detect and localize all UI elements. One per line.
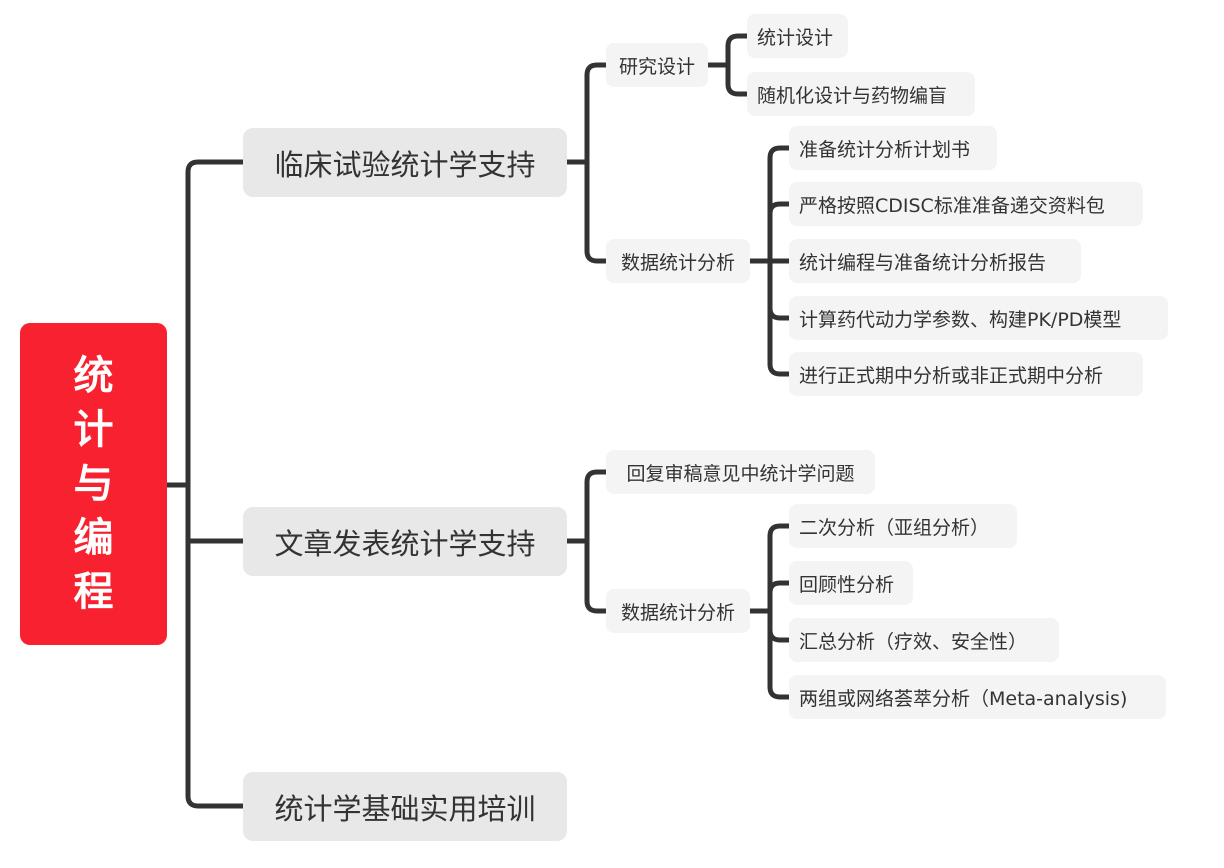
leaf-label: 准备统计分析计划书 [799,138,971,161]
leaf-node-programming[interactable]: 统计编程与准备统计分析报告 [789,239,1081,283]
leaf-label: 进行正式期中分析或非正式期中分析 [799,364,1104,387]
connector-pooled [767,608,792,643]
connector-pkpd [767,258,792,321]
leaf-node-interim[interactable]: 进行正式期中分析或非正式期中分析 [789,352,1143,396]
connector-branch2-data-analysis [584,538,609,614]
leaf-label: 统计编程与准备统计分析报告 [799,251,1047,274]
connector-branch1-data-analysis [584,159,609,264]
leaf-label: 计算药代动力学参数、构建PK/PD模型 [799,308,1122,331]
leaf-node-retrospective[interactable]: 回顾性分析 [789,561,913,605]
connector-cdisc [767,201,792,264]
subtopic-label: 数据统计分析 [620,251,735,274]
connector-secondary [767,523,792,614]
branch-label: 临床试验统计学支持 [274,147,536,182]
subtopic-label: 研究设计 [618,55,695,78]
connector-root-branch-2 [185,482,246,544]
leaf-node-randomization[interactable]: 随机化设计与药物编盲 [747,72,975,116]
leaf-label: 统计设计 [757,26,834,49]
leaf-node-stat-design[interactable]: 统计设计 [747,14,848,58]
connector-meta [767,608,792,700]
leaf-node-meta[interactable]: 两组或网络荟萃分析（Meta-analysis) [789,675,1166,719]
connector-randomization [725,62,750,97]
leaf-label: 汇总分析（疗效、安全性） [799,630,1028,653]
branch-label: 文章发表统计学支持 [274,526,536,561]
leaf-label: 回顾性分析 [799,573,895,596]
branch-label: 统计学基础实用培训 [274,791,536,826]
subtopic-label: 数据统计分析 [620,601,735,624]
leaf-node-pooled[interactable]: 汇总分析（疗效、安全性） [789,618,1059,662]
leaf-node-secondary[interactable]: 二次分析（亚组分析） [789,504,1017,548]
leaf-label: 二次分析（亚组分析） [799,516,990,539]
branch-node-clinical-trial[interactable]: 临床试验统计学支持 [243,128,567,197]
leaf-label: 严格按照CDISC标准准备递交资料包 [799,194,1105,217]
subtopic-label: 回复审稿意见中统计学问题 [626,462,855,485]
subtopic-node-review-response[interactable]: 回复审稿意见中统计学问题 [606,450,875,494]
leaf-node-pkpd[interactable]: 计算药代动力学参数、构建PK/PD模型 [789,296,1168,340]
connector-branch1-research-design [584,62,609,165]
leaf-node-sap[interactable]: 准备统计分析计划书 [789,126,997,170]
connector-root-branch-3 [185,482,246,809]
branch-node-publication[interactable]: 文章发表统计学支持 [243,507,567,576]
leaf-label: 随机化设计与药物编盲 [757,84,948,107]
connector-sap [767,145,792,264]
connector-interim [767,258,792,377]
branch-node-training[interactable]: 统计学基础实用培训 [243,772,567,841]
subtopic-node-data-analysis-1[interactable]: 数据统计分析 [606,239,750,283]
connector-retrospective [767,580,792,614]
connector-stat-design [725,33,750,68]
root-node[interactable]: 统计与编程 [20,323,167,645]
root-label: 统计与编程 [73,353,114,615]
connector-root-branch-1 [185,159,246,488]
leaf-node-cdisc[interactable]: 严格按照CDISC标准准备递交资料包 [789,182,1143,226]
connector-branch2-review [584,469,609,544]
subtopic-node-data-analysis-2[interactable]: 数据统计分析 [606,589,750,633]
leaf-label: 两组或网络荟萃分析（Meta-analysis) [799,687,1128,710]
subtopic-node-research-design[interactable]: 研究设计 [606,43,708,87]
